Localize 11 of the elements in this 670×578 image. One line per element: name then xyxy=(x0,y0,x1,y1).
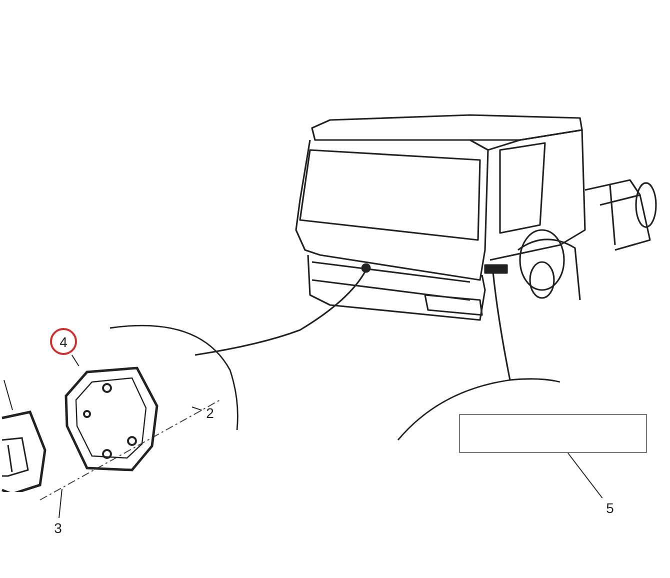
badge-plate xyxy=(459,414,647,453)
callout-number: 2 xyxy=(202,403,218,423)
callout-number: 3 xyxy=(50,518,66,538)
callout-number: 4 xyxy=(50,328,77,355)
leader-line xyxy=(4,380,13,410)
callout-number: 5 xyxy=(602,498,618,518)
leader-line xyxy=(192,406,202,411)
bracket-drawing xyxy=(0,410,48,492)
leader-line xyxy=(567,452,603,498)
leader-line xyxy=(58,488,62,518)
leader-line xyxy=(71,354,80,366)
